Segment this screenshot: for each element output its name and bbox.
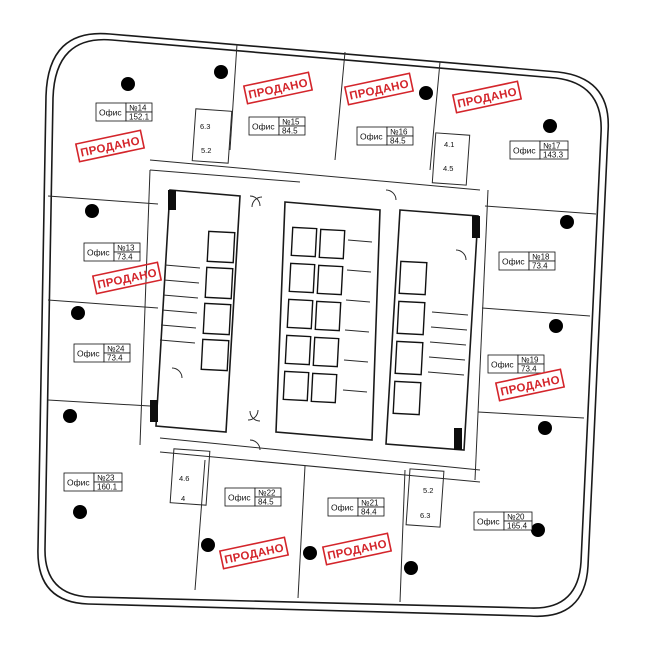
core-right: [385, 209, 480, 451]
unit-number: №15: [282, 118, 300, 127]
unit-area: 84.5: [390, 137, 406, 146]
unit-label: Офис №14 152.1: [95, 102, 153, 122]
unit-area: 84.5: [258, 498, 274, 507]
column-marker: [549, 319, 563, 333]
unit-label: Офис №15 84.5: [248, 116, 306, 136]
unit-number: №18: [532, 253, 550, 262]
unit-area: 152.1: [129, 113, 150, 122]
column-marker: [543, 119, 557, 133]
unit-type: Офис: [360, 132, 383, 142]
wc-area-label: 4: [181, 494, 185, 503]
column-marker: [71, 306, 85, 320]
unit-label: Офис №20 165.4: [473, 511, 533, 531]
unit-type: Офис: [513, 146, 536, 156]
unit-type: Офис: [252, 122, 275, 132]
sold-stamp: ПРОДАНО: [451, 80, 523, 114]
unit-labels: Офис №14 152.1 Офис №15 84.5 Офис №16 84…: [63, 102, 569, 531]
wc-area-label: 6.3: [420, 511, 430, 520]
wc-area-label: 5.2: [201, 146, 211, 155]
sold-stamp: ПРОДАНО: [343, 72, 415, 106]
unit-type: Офис: [99, 108, 122, 118]
sold-stamp: ПРОДАНО: [321, 532, 393, 566]
column-marker: [531, 523, 545, 537]
doors: [171, 189, 467, 451]
unit-label: Офис №21 84.4: [327, 497, 385, 517]
unit-number: №19: [521, 356, 539, 365]
unit-type: Офис: [477, 517, 500, 527]
unit-number: №23: [97, 474, 115, 483]
wc-area-label: 4.1: [444, 140, 454, 149]
column-marker: [73, 505, 87, 519]
wc-area-label: 5.2: [423, 486, 433, 495]
sold-stamp-text: ПРОДАНО: [80, 135, 142, 159]
unit-type: Офис: [87, 248, 110, 258]
column-marker: [404, 561, 418, 575]
unit-label: Офис №17 143.3: [509, 140, 569, 160]
sold-stamp-text: ПРОДАНО: [248, 77, 310, 101]
column-marker: [419, 86, 433, 100]
wc-area-label: 4.5: [443, 164, 453, 173]
unit-type: Офис: [228, 493, 251, 503]
unit-number: №17: [543, 142, 561, 151]
unit-area: 143.3: [543, 151, 564, 160]
unit-area: 73.4: [117, 253, 133, 262]
unit-area: 84.4: [361, 508, 377, 517]
unit-label: Офис №13 73.4: [83, 242, 141, 262]
unit-area: 160.1: [97, 483, 118, 492]
unit-type: Офис: [77, 349, 100, 359]
columns: [63, 65, 574, 575]
column-marker: [201, 538, 215, 552]
wc-area-label: 6.3: [200, 122, 210, 131]
unit-type: Офис: [502, 257, 525, 267]
unit-number: №16: [390, 128, 408, 137]
unit-label: Офис №16 84.5: [356, 126, 414, 146]
unit-type: Офис: [331, 503, 354, 513]
sold-stamp-text: ПРОДАНО: [327, 538, 389, 562]
column-marker: [121, 77, 135, 91]
sold-stamp-text: ПРОДАНО: [500, 374, 562, 398]
column-marker: [214, 65, 228, 79]
unit-area: 73.4: [532, 262, 548, 271]
unit-label: Офис №18 73.4: [498, 251, 556, 271]
unit-label: Офис №24 73.4: [73, 343, 131, 363]
core-center: [275, 201, 381, 441]
wc-blocks: 6.3 5.2 4.1 4.5 4.6 4 5.2 6.3: [169, 108, 471, 528]
sold-stamp: ПРОДАНО: [91, 261, 163, 295]
unit-number: №21: [361, 499, 379, 508]
partition-walls: [47, 43, 597, 603]
unit-type: Офис: [491, 360, 514, 370]
column-marker: [85, 204, 99, 218]
sold-stamp: ПРОДАНО: [242, 71, 314, 105]
unit-area: 73.4: [521, 365, 537, 374]
sold-stamp: ПРОДАНО: [74, 129, 146, 163]
unit-number: №13: [117, 244, 135, 253]
unit-number: №22: [258, 489, 276, 498]
unit-number: №20: [507, 513, 525, 522]
sold-stamp-text: ПРОДАНО: [224, 542, 286, 566]
core-left: [150, 189, 241, 433]
sold-stamp: ПРОДАНО: [218, 536, 290, 570]
column-marker: [63, 409, 77, 423]
column-marker: [538, 421, 552, 435]
building-shell: [37, 32, 610, 618]
unit-type: Офис: [67, 478, 90, 488]
unit-area: 84.5: [282, 127, 298, 136]
sold-stamp-text: ПРОДАНО: [97, 267, 159, 291]
unit-area: 73.4: [107, 354, 123, 363]
sold-stamp: ПРОДАНО: [494, 368, 566, 402]
sold-stamp-text: ПРОДАНО: [457, 86, 519, 110]
column-marker: [303, 546, 317, 560]
unit-label: Офис №19 73.4: [487, 354, 545, 374]
wc-area-label: 4.6: [179, 474, 189, 483]
sold-stamp-text: ПРОДАНО: [349, 78, 411, 102]
unit-label: Офис №22 84.5: [224, 487, 282, 507]
column-marker: [560, 215, 574, 229]
unit-number: №14: [129, 104, 147, 113]
unit-number: №24: [107, 345, 125, 354]
unit-label: Офис №23 160.1: [63, 472, 123, 492]
unit-area: 165.4: [507, 522, 528, 531]
